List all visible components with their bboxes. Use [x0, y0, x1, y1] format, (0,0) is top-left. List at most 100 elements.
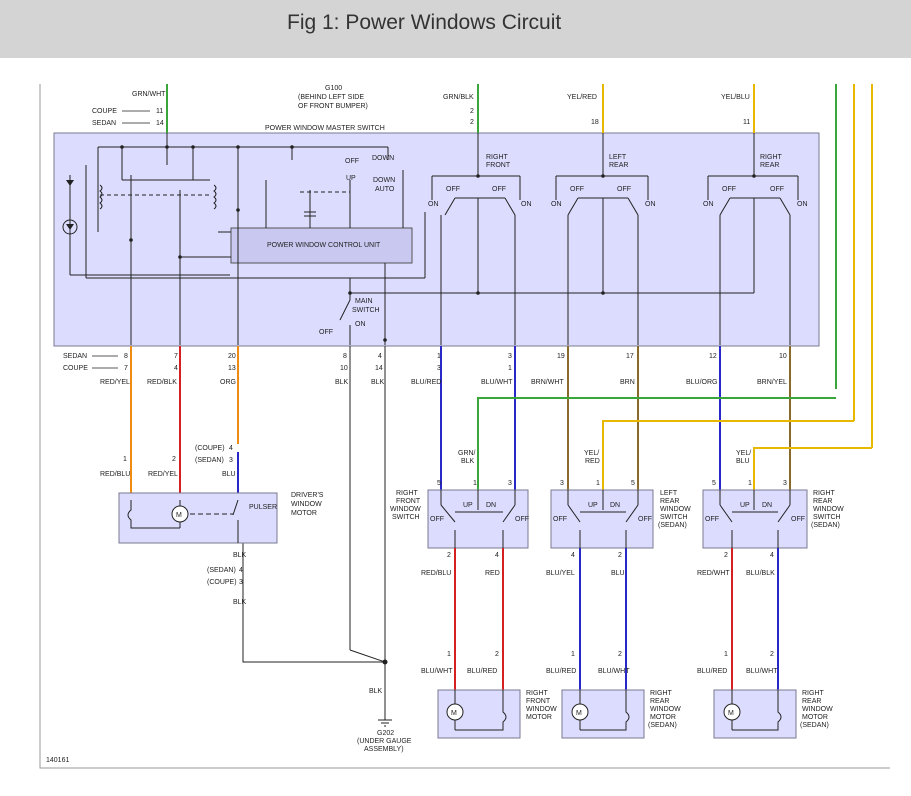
pin-label: 2 [447, 552, 451, 559]
master-switch-label: POWER WINDOW MASTER SWITCH [265, 125, 385, 132]
wire-label: BLK [369, 688, 383, 695]
svg-text:12: 12 [709, 353, 717, 360]
svg-text:8: 8 [343, 353, 347, 360]
pin-label: 3 [239, 579, 243, 586]
diode-icon [66, 180, 74, 186]
sedan-label: SEDAN [92, 120, 116, 127]
rr-motor-label: RIGHT [802, 690, 825, 697]
pin-label: 3 [508, 480, 512, 487]
svg-text:14: 14 [375, 365, 383, 372]
rr-switch-label: WINDOW [813, 506, 844, 513]
svg-text:10: 10 [779, 353, 787, 360]
wire-label: BLU/WHT [481, 379, 513, 386]
rf-motor-label: WINDOW [526, 706, 557, 713]
rf-switch-label: FRONT [396, 498, 421, 505]
master-junction-dots [120, 145, 756, 342]
wire-label: ORG [220, 379, 236, 386]
wire-label: RED/BLK [147, 379, 177, 386]
switch-label: OFF [345, 158, 359, 165]
motor-symbol: M [176, 512, 182, 519]
switch-label: DOWN [373, 177, 395, 184]
wire-label: YEL/BLU [721, 94, 750, 101]
control-unit-label: POWER WINDOW CONTROL UNIT [267, 242, 381, 249]
pin-label: 4 [239, 567, 243, 574]
down-wires [130, 346, 872, 493]
rr-switch-label: SWITCH [813, 514, 841, 521]
switch-label: ON [645, 201, 656, 208]
pin-label: 2 [724, 552, 728, 559]
switch-label: OFF [617, 186, 631, 193]
g202-line2: (UNDER GAUGE [357, 738, 412, 745]
wire-label: BLU [222, 471, 236, 478]
wire-label: BLU/BLK [746, 570, 775, 577]
wire-label: BLU/WHT [746, 668, 778, 675]
main-switch-label: SWITCH [352, 307, 380, 314]
switch-label: OFF [446, 186, 460, 193]
pin-label: 2 [618, 552, 622, 559]
led-icon [66, 224, 74, 230]
g202-line1: G202 [377, 730, 394, 737]
pin-label: 14 [156, 120, 164, 127]
wire-label: RED [585, 458, 600, 465]
svg-text:4: 4 [378, 353, 382, 360]
wire-label: GRN/ [458, 450, 476, 457]
motor-symbol: M [576, 710, 582, 717]
wire-label: YEL/ [584, 450, 599, 457]
relay-coil-icon [99, 184, 103, 210]
pin-label: 3 [560, 480, 564, 487]
svg-text:10: 10 [340, 365, 348, 372]
pin-label: 2 [470, 108, 474, 115]
sedan-paren: (SEDAN) [207, 567, 236, 574]
wire-label: RED/YEL [100, 379, 130, 386]
switch-label: UP [346, 175, 356, 182]
pin-label: 2 [618, 651, 622, 658]
switch-label: UP [588, 502, 598, 509]
switch-label: OFF [638, 516, 652, 523]
switch-label: OFF [705, 516, 719, 523]
svg-text:1: 1 [508, 365, 512, 372]
switch-label: OFF [492, 186, 506, 193]
black-wires [242, 346, 386, 720]
wire-label: YEL/RED [567, 94, 597, 101]
wire-label: BLU/RED [697, 668, 727, 675]
pin-label: 1 [596, 480, 600, 487]
motor-icon [723, 703, 741, 721]
pin-label: 18 [591, 119, 599, 126]
wire-label: BLU/RED [546, 668, 576, 675]
wire-label: BLU/WHT [598, 668, 630, 675]
wire-label: RED/BLU [100, 471, 130, 478]
rr-motor-label: REAR [802, 698, 821, 705]
switch-label: OFF [570, 186, 584, 193]
pin-label: 11 [743, 119, 750, 126]
pin-label: 2 [470, 119, 474, 126]
switch-label: OFF [515, 516, 529, 523]
sedan-label: SEDAN [63, 353, 87, 360]
coupe-paren: (COUPE) [195, 445, 225, 452]
master-switch-box [53, 132, 820, 347]
rf-motor-label: RIGHT [526, 690, 549, 697]
switch-label: OFF [770, 186, 784, 193]
rr-switch-label: RIGHT [813, 490, 836, 497]
pin-label: 4 [770, 552, 774, 559]
pin-label: 1 [724, 651, 728, 658]
svg-text:20: 20 [228, 353, 236, 360]
svg-text:7: 7 [124, 365, 128, 372]
svg-text:8: 8 [124, 353, 128, 360]
rr-switch-label: (SEDAN) [811, 522, 840, 529]
g100-line2: (BEHIND LEFT SIDE [298, 94, 364, 101]
switch-label: UP [740, 502, 750, 509]
wire-label: RED/YEL [148, 471, 178, 478]
wire-label: BRN/WHT [531, 379, 564, 386]
switch-label: DOWN [372, 155, 394, 162]
rr-label: RIGHT [760, 154, 783, 161]
relay-coil-icon [213, 184, 217, 210]
pin-label: 1 [447, 651, 451, 658]
switch-label: ON [797, 201, 808, 208]
lr-label: REAR [609, 162, 628, 169]
pin-label: 3 [783, 480, 787, 487]
switch-label: DN [762, 502, 772, 509]
wire-label: BLU/RED [467, 668, 497, 675]
drivers-motor-internal [127, 499, 239, 543]
wire-label: YEL/ [736, 450, 751, 457]
pin-label: 5 [437, 480, 441, 487]
